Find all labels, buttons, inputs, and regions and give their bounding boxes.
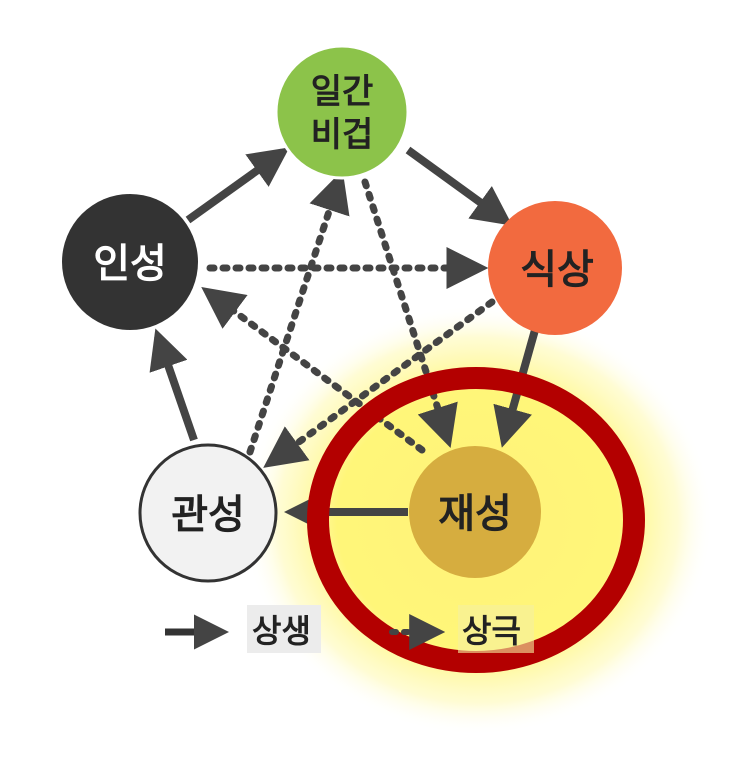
legend-control-label: 상극 [462,612,521,650]
node-siksang-circle [488,201,622,335]
node-insung: 인성 [62,194,198,330]
legend-generate-label: 상생 [252,612,311,650]
node-ilgan: 일간 비겁 [274,44,410,180]
node-siksang: 식상 [488,201,622,335]
arrow-gwansung-to-insung [149,328,198,442]
arrow-siksang-to-gwansung [263,298,496,468]
node-siksang-label: 식상 [520,247,594,293]
node-jaesung: 재성 [409,446,541,578]
arrow-insung-to-ilgan [185,147,290,224]
arrow-gwansung-to-ilgan [246,170,350,456]
legend-control-bg [458,605,534,653]
node-ilgan-circle [274,44,410,180]
node-ilgan-label-line1: 일간 [311,72,374,112]
arrow-jaesung-to-insung [201,287,426,454]
node-jaesung-circle [409,446,541,578]
node-insung-label: 인성 [93,241,167,287]
legend-generate-bg [247,605,321,653]
node-gwansung-label: 관성 [171,492,245,538]
node-insung-circle [62,194,198,330]
node-gwansung: 관성 [138,443,278,583]
node-gwansung-circle [138,443,278,583]
arrow-ilgan-to-jaesung [361,178,458,448]
legend: 상생 상극 [165,605,534,653]
control-arrows [201,170,496,468]
node-ilgan-label-line2: 비겁 [311,115,374,155]
highlight-ring [307,367,645,673]
arrow-ilgan-to-siksang [405,146,513,226]
node-jaesung-label: 재성 [438,491,512,537]
